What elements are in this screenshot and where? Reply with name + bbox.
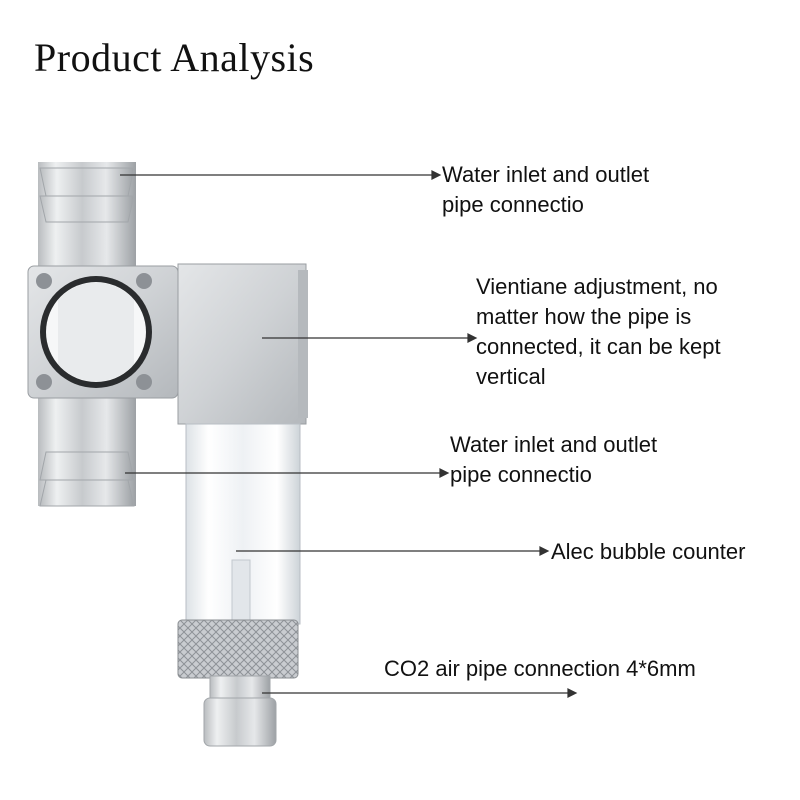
- sight-window: [27, 265, 179, 399]
- top-pipe-fitting: [38, 162, 136, 270]
- screw-icon: [136, 273, 152, 289]
- co2-connector: [203, 675, 277, 747]
- pointer-lines: [120, 170, 578, 698]
- callout-bottom-fitting: Water inlet and outlet pipe connectio: [450, 432, 658, 487]
- bubble-counter-tube: [185, 423, 301, 625]
- screw-icon: [136, 374, 152, 390]
- knurled-nut: [177, 619, 299, 679]
- callout-co2-connection: CO2 air pipe connection 4*6mm: [384, 656, 696, 681]
- swivel-block: [177, 263, 308, 425]
- callout-bubble-counter: Alec bubble counter: [551, 539, 746, 564]
- callout-swivel: Vientiane adjustment, no matter how the …: [476, 274, 721, 389]
- callout-top-fitting: Water inlet and outlet pipe connectio: [442, 162, 650, 217]
- page-title: Product Analysis: [34, 35, 315, 80]
- screw-icon: [36, 273, 52, 289]
- bottom-pipe-fitting: [38, 388, 136, 507]
- screw-icon: [36, 374, 52, 390]
